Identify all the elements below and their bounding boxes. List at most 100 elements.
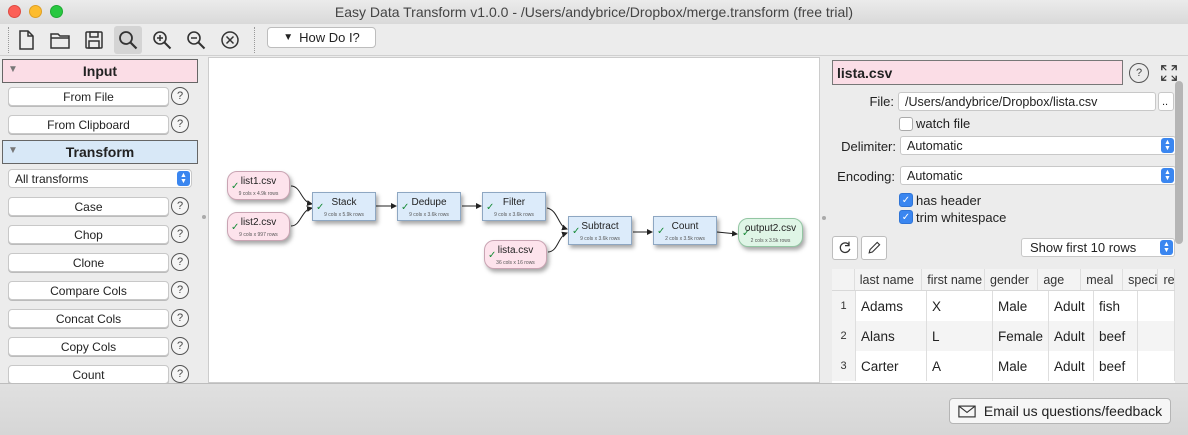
count-button[interactable]: Count [8, 365, 169, 383]
from-clipboard-button[interactable]: From Clipboard [8, 115, 169, 134]
column-header[interactable]: meal [1081, 269, 1124, 290]
table-cell[interactable]: Alans [856, 321, 927, 351]
watch-file-checkbox[interactable] [899, 117, 913, 131]
help-icon[interactable]: ? [171, 365, 189, 383]
column-header[interactable]: first name [922, 269, 986, 290]
input-node-list1[interactable]: ✓ list1.csv 9 cols x 4.9k rows [227, 171, 290, 200]
workflow-canvas[interactable]: ✓ list1.csv 9 cols x 4.9k rows ✓ list2.c… [208, 57, 820, 383]
envelope-icon [958, 405, 976, 417]
table-cell[interactable]: Adult [1049, 351, 1094, 381]
transform-filter-select[interactable]: All transforms ▲▼ [8, 169, 192, 188]
table-cell[interactable] [1138, 351, 1175, 381]
transform-section-header[interactable]: ▼ Transform [2, 140, 198, 164]
help-icon[interactable]: ? [171, 309, 189, 327]
column-header[interactable]: age [1038, 269, 1082, 290]
properties-scrollbar[interactable] [1174, 81, 1184, 247]
trim-whitespace-checkbox[interactable]: ✓ [899, 210, 913, 224]
open-button[interactable] [46, 26, 74, 54]
browse-button[interactable]: .. [1158, 92, 1174, 111]
check-icon: ✓ [657, 226, 666, 237]
copy-cols-button[interactable]: Copy Cols [8, 337, 169, 356]
expand-icon[interactable] [1157, 61, 1181, 85]
toolbar: ▼ How Do I? [0, 24, 1188, 56]
column-header[interactable]: last name [855, 269, 923, 290]
close-window-button[interactable] [8, 5, 21, 18]
help-icon[interactable]: ? [171, 87, 189, 105]
transform-node-subtract[interactable]: ✓ Subtract 9 cols x 3.6k rows [568, 216, 632, 245]
how-do-i-button[interactable]: ▼ How Do I? [267, 27, 376, 48]
table-row[interactable]: 2 Alans L Female Adult beef [832, 321, 1175, 351]
compare-cols-button[interactable]: Compare Cols [8, 281, 169, 300]
help-icon[interactable]: ? [171, 281, 189, 299]
toolbar-separator [254, 27, 255, 53]
delete-button[interactable] [216, 26, 244, 54]
input-node-lista[interactable]: ✓ lista.csv 36 cols x 16 rows [484, 240, 547, 269]
table-cell[interactable]: Female [993, 321, 1049, 351]
file-path-field[interactable]: /Users/andybrice/Dropbox/lista.csv [898, 92, 1156, 111]
table-row[interactable]: 1 Adams X Male Adult fish [832, 291, 1175, 321]
transform-node-stack[interactable]: ✓ Stack 9 cols x 5.9k rows [312, 192, 376, 221]
maximize-window-button[interactable] [50, 5, 63, 18]
input-node-list2[interactable]: ✓ list2.csv 9 cols x 997 rows [227, 212, 290, 241]
node-name: list2.csv [240, 217, 277, 228]
table-cell[interactable]: fish [1094, 291, 1138, 321]
column-header[interactable]: re [1158, 269, 1175, 290]
help-icon[interactable]: ? [171, 337, 189, 355]
search-button[interactable] [114, 26, 142, 54]
chop-button[interactable]: Chop [8, 225, 169, 244]
transform-node-count[interactable]: ✓ Count 2 cols x 3.5k rows [653, 216, 717, 245]
table-cell[interactable]: Adams [856, 291, 927, 321]
minimize-window-button[interactable] [29, 5, 42, 18]
data-preview-table[interactable]: last name first name gender age meal spe… [832, 269, 1175, 383]
node-summary: 9 cols x 3.6k rows [494, 212, 534, 218]
refresh-button[interactable] [832, 236, 858, 260]
help-icon[interactable]: ? [171, 253, 189, 271]
table-cell[interactable] [1138, 321, 1175, 351]
encoding-select[interactable]: Automatic ▲▼ [900, 166, 1176, 185]
transform-node-filter[interactable]: ✓ Filter 9 cols x 3.6k rows [482, 192, 546, 221]
save-button[interactable] [80, 26, 108, 54]
table-cell[interactable]: Male [993, 351, 1049, 381]
help-icon[interactable]: ? [171, 115, 189, 133]
scrollbar-thumb[interactable] [1175, 81, 1183, 244]
concat-cols-button[interactable]: Concat Cols [8, 309, 169, 328]
table-cell[interactable]: Male [993, 291, 1049, 321]
zoom-in-icon [153, 31, 172, 50]
has-header-label: has header [916, 193, 982, 208]
watch-file-label: watch file [916, 116, 971, 131]
email-feedback-button[interactable]: Email us questions/feedback [949, 398, 1171, 424]
select-stepper-icon: ▲▼ [1160, 240, 1173, 255]
from-file-button[interactable]: From File [8, 87, 169, 106]
zoom-in-button[interactable] [148, 26, 176, 54]
table-cell[interactable]: Adult [1049, 291, 1094, 321]
column-header[interactable]: gender [985, 269, 1039, 290]
table-cell[interactable]: L [927, 321, 993, 351]
item-title[interactable]: lista.csv [832, 60, 1123, 85]
table-row[interactable]: 3 Carter A Male Adult beef [832, 351, 1175, 381]
zoom-out-button[interactable] [182, 26, 210, 54]
table-cell[interactable]: A [927, 351, 993, 381]
input-section-header[interactable]: ▼ Input [2, 59, 198, 83]
show-rows-select[interactable]: Show first 10 rows ▲▼ [1021, 238, 1175, 257]
delimiter-select[interactable]: Automatic ▲▼ [900, 136, 1176, 155]
table-cell[interactable]: beef [1094, 321, 1138, 351]
table-cell[interactable]: Carter [856, 351, 927, 381]
transform-node-dedupe[interactable]: ✓ Dedupe 9 cols x 3.6k rows [397, 192, 461, 221]
table-cell[interactable]: beef [1094, 351, 1138, 381]
table-cell[interactable] [1138, 291, 1175, 321]
node-name: Subtract [581, 221, 619, 232]
column-header[interactable]: special [1123, 269, 1159, 290]
table-cell[interactable]: Adult [1049, 321, 1094, 351]
has-header-checkbox[interactable]: ✓ [899, 193, 913, 207]
right-splitter[interactable] [820, 57, 829, 383]
help-icon[interactable]: ? [171, 197, 189, 215]
help-icon[interactable]: ? [1129, 63, 1149, 83]
case-button[interactable]: Case [8, 197, 169, 216]
clone-button[interactable]: Clone [8, 253, 169, 272]
new-document-button[interactable] [12, 26, 40, 54]
edit-button[interactable] [861, 236, 887, 260]
left-splitter[interactable] [200, 57, 208, 383]
table-cell[interactable]: X [927, 291, 993, 321]
help-icon[interactable]: ? [171, 225, 189, 243]
output-node-output2[interactable]: ✓ output2.csv 2 cols x 3.5k rows [738, 218, 803, 247]
